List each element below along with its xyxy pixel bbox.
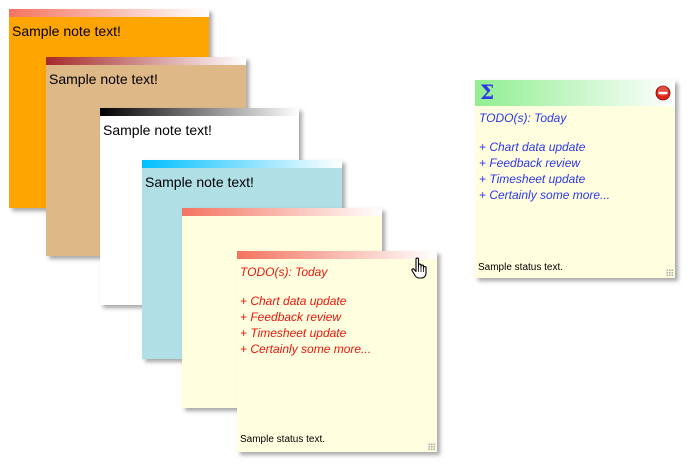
- todo-title: TODO(s): Today: [479, 111, 567, 125]
- note-text: Sample note text!: [145, 174, 254, 190]
- todo-item: + Chart data update: [479, 140, 586, 154]
- note-text: Sample note text!: [12, 23, 121, 39]
- todo-item: + Timesheet update: [240, 326, 347, 340]
- todo-title: TODO(s): Today: [240, 265, 328, 279]
- todo-item: + Chart data update: [240, 294, 347, 308]
- note-title-bar[interactable]: [100, 108, 299, 116]
- note-title-bar[interactable]: [237, 251, 437, 259]
- note-text: Sample note text!: [49, 71, 158, 87]
- note-text: Sample note text!: [103, 122, 212, 138]
- note-header-bar[interactable]: [475, 80, 675, 106]
- resize-grip-icon[interactable]: [666, 269, 673, 276]
- note-title-bar[interactable]: [142, 160, 342, 168]
- note-title-bar[interactable]: [46, 57, 246, 65]
- todo-item: + Timesheet update: [479, 172, 586, 186]
- close-icon[interactable]: [655, 85, 671, 101]
- note-title-bar[interactable]: [182, 208, 382, 216]
- note-title-bar[interactable]: [9, 9, 209, 17]
- sticky-note-todo-red[interactable]: TODO(s): Today + Chart data update + Fee…: [237, 251, 437, 452]
- todo-item: + Certainly some more...: [240, 342, 372, 356]
- note-status-text: Sample status text.: [240, 434, 326, 445]
- note-status-text: Sample status text.: [478, 262, 564, 273]
- sticky-note-todo-blue[interactable]: Σ TODO(s): Today + Chart data update + F…: [475, 80, 675, 278]
- todo-item: + Feedback review: [479, 156, 581, 170]
- todo-item: + Feedback review: [240, 310, 342, 324]
- todo-item: + Certainly some more...: [479, 188, 611, 202]
- resize-grip-icon[interactable]: [428, 443, 435, 450]
- sigma-icon[interactable]: Σ: [480, 80, 495, 104]
- hand-cursor-icon: [411, 257, 427, 279]
